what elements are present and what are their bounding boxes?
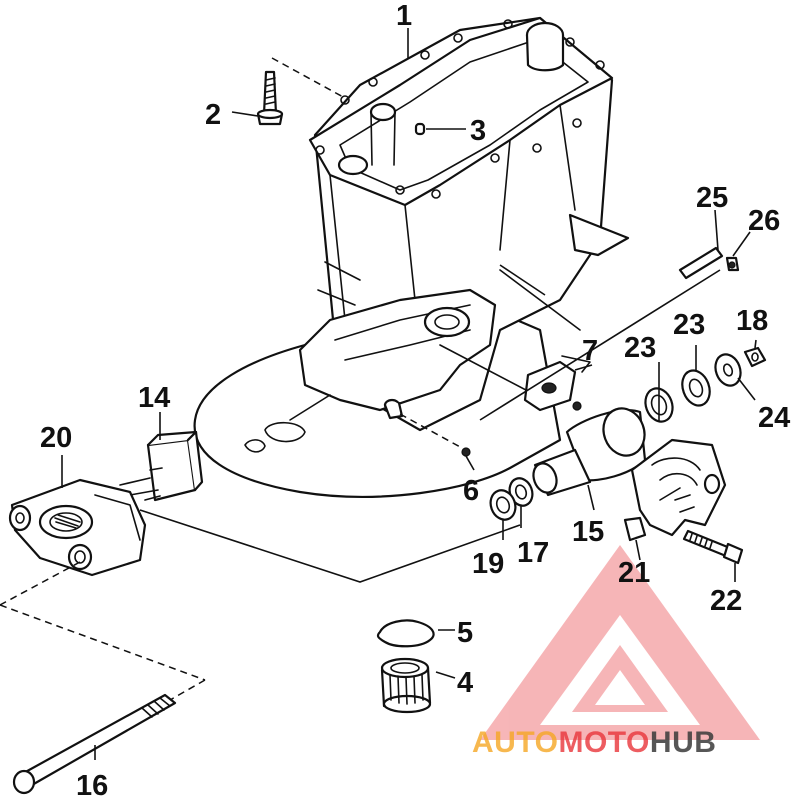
callout-16: 16 bbox=[76, 770, 108, 802]
callout-18: 18 bbox=[736, 305, 768, 337]
callout-24: 24 bbox=[758, 402, 790, 434]
assembly-lines bbox=[139, 264, 721, 583]
callout-21: 21 bbox=[618, 557, 650, 589]
part-4-bearing bbox=[380, 657, 432, 714]
watermark-logo bbox=[480, 545, 760, 740]
part-23-washer-b bbox=[681, 369, 711, 407]
part-20-mount-bracket bbox=[8, 478, 147, 577]
watermark-auto: AUTO bbox=[472, 726, 558, 759]
callout-17: 17 bbox=[517, 537, 549, 569]
callout-leaders bbox=[61, 111, 757, 679]
housing-leaders bbox=[271, 28, 409, 99]
part-2-bolt bbox=[256, 70, 284, 126]
callout-6: 6 bbox=[463, 475, 479, 507]
watermark-text: AUTOMOTOHUB bbox=[472, 726, 716, 759]
callout-19: 19 bbox=[472, 548, 504, 580]
part-16-long-bolt bbox=[0, 561, 206, 795]
part-3-dowel-pin bbox=[414, 122, 426, 136]
drive-shaft-housing bbox=[193, 16, 630, 498]
callout-7: 7 bbox=[582, 335, 598, 367]
callout-23-a: 23 bbox=[624, 332, 656, 364]
watermark-moto: MOTO bbox=[558, 726, 649, 759]
part-22-bolt bbox=[682, 529, 744, 565]
callout-26: 26 bbox=[748, 205, 780, 237]
part-15-sleeve bbox=[532, 407, 647, 497]
callout-15: 15 bbox=[572, 516, 604, 548]
callout-22: 22 bbox=[710, 585, 742, 617]
callout-23-b: 23 bbox=[673, 309, 705, 341]
part-25-pin bbox=[678, 246, 724, 280]
part-5-circlip bbox=[376, 619, 455, 648]
callout-labels: 1 2 3 4 5 6 7 14 15 16 17 18 19 20 21 22… bbox=[40, 0, 790, 802]
watermark-hub: HUB bbox=[650, 726, 717, 759]
part-7-bracket bbox=[523, 355, 591, 412]
callout-2: 2 bbox=[205, 99, 221, 131]
part-18-nut bbox=[743, 346, 767, 368]
callout-5: 5 bbox=[457, 617, 473, 649]
callout-14: 14 bbox=[138, 382, 170, 414]
part-19-washer bbox=[489, 489, 517, 521]
callout-25: 25 bbox=[696, 182, 728, 214]
part-26-screw bbox=[725, 256, 740, 272]
part-24-washer bbox=[714, 353, 742, 387]
callout-3: 3 bbox=[470, 115, 486, 147]
part-21-clamp bbox=[623, 438, 727, 542]
callout-1: 1 bbox=[396, 0, 412, 32]
part-14-mount bbox=[119, 430, 204, 502]
svg-text:AUTOMOTOHUB: AUTOMOTOHUB bbox=[472, 726, 716, 759]
callout-20: 20 bbox=[40, 422, 72, 454]
callout-4: 4 bbox=[457, 667, 473, 699]
